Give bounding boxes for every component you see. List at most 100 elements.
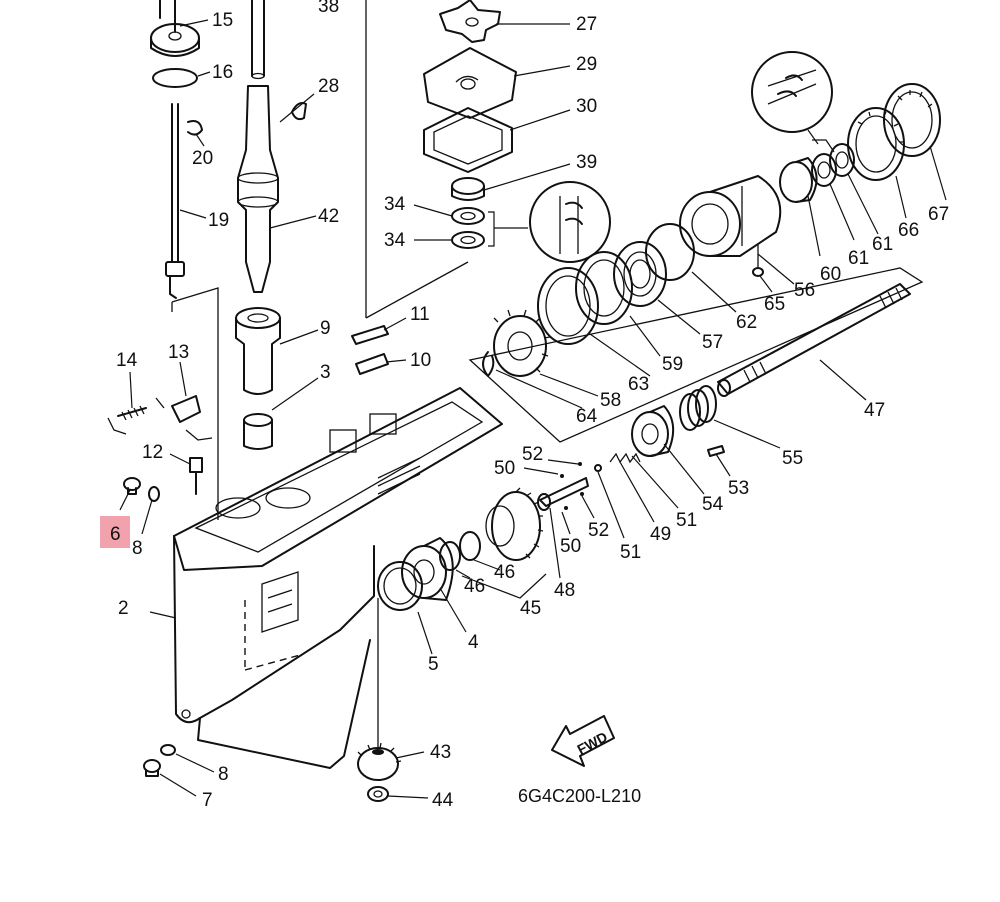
- callout-58: 58: [600, 390, 621, 411]
- part-5-shim: [377, 561, 423, 611]
- callout-43: 43: [430, 742, 451, 763]
- callout-12: 12: [142, 442, 163, 463]
- callout-57: 57: [702, 332, 723, 353]
- callout-59: 59: [662, 354, 683, 375]
- callout-20: 20: [192, 148, 213, 169]
- alignment-lines: [171, 0, 924, 748]
- part-34-oil-seal-lower: [451, 231, 485, 249]
- part-42-drive-shaft: [237, 85, 279, 293]
- callout-16: 16: [212, 62, 233, 83]
- callout-42: 42: [318, 206, 339, 227]
- callout-50-lower: 50: [560, 536, 581, 557]
- callout-29: 29: [576, 54, 597, 75]
- callout-46-left: 46: [464, 576, 485, 597]
- callout-65: 65: [764, 294, 785, 315]
- callout-3: 3: [320, 362, 331, 383]
- callout-10: 10: [410, 350, 431, 371]
- callout-46-right: 46: [494, 562, 515, 583]
- callout-52-lower: 52: [588, 520, 609, 541]
- callout-2: 2: [118, 598, 129, 619]
- part-19-shift-rod: [165, 103, 185, 299]
- part-48-pinion-gear: [485, 487, 544, 561]
- callout-6: 6: [110, 524, 121, 545]
- callout-6-highlight: [100, 516, 130, 548]
- callout-7: 7: [202, 790, 213, 811]
- callout-28: 28: [318, 76, 339, 97]
- callout-5: 5: [428, 654, 439, 675]
- callout-labels: 15 38 27 16 29 28 30 20 39 42 34 34 19 6…: [110, 0, 949, 811]
- callout-63: 63: [628, 374, 649, 395]
- part-11-pin: [351, 325, 389, 345]
- part-13-cable-link: [155, 395, 213, 441]
- part-53-pin: [707, 445, 725, 457]
- callout-4: 4: [468, 632, 479, 653]
- part-65-pin: [752, 244, 764, 277]
- part-39-seal-housing: [451, 177, 485, 201]
- part-61-seal-b: [829, 143, 855, 177]
- seal-orientation-bracket: [488, 211, 528, 247]
- part-8-washer-upper: [148, 486, 160, 502]
- diagram-code: 6G4C200-L210: [518, 786, 641, 806]
- part-30-gasket: [423, 107, 513, 173]
- callout-48: 48: [554, 580, 575, 601]
- part-60-bearing: [779, 157, 818, 203]
- callout-38: 38: [318, 0, 339, 17]
- part-64-circlip: [482, 351, 495, 377]
- part-6-bolt: [123, 477, 141, 495]
- part-10-pin: [355, 353, 389, 375]
- part-2-lower-case: [173, 387, 503, 769]
- callout-14: 14: [116, 350, 138, 371]
- part-9-sleeve: [235, 307, 281, 395]
- part-67-ring: [883, 83, 941, 157]
- part-46-bearing-b: [459, 531, 481, 561]
- callout-49: 49: [650, 524, 671, 545]
- part-44-nut: [367, 786, 389, 802]
- part-16-o-ring: [152, 68, 198, 88]
- seal-orientation-detail-circle: [529, 181, 611, 263]
- callout-8-lower: 8: [218, 764, 229, 785]
- callout-15: 15: [212, 10, 233, 31]
- callout-56: 56: [794, 280, 815, 301]
- part-14-bolt-assembly: [107, 405, 147, 435]
- callout-52-upper: 52: [522, 444, 543, 465]
- part-3-bearing: [243, 413, 273, 450]
- part-38-drive-shaft-upper: [251, 0, 265, 80]
- part-47-propeller-shaft: [717, 283, 911, 397]
- callout-34-lower: 34: [384, 230, 406, 251]
- callout-27: 27: [576, 14, 597, 35]
- part-28-key: [291, 102, 307, 121]
- part-27-impeller: [439, 0, 501, 43]
- part-54-dog-clutch: [631, 405, 675, 457]
- part-56-bearing-housing: [679, 175, 782, 257]
- part-66-ring-nut: [847, 107, 905, 181]
- part-55-spring: [679, 385, 717, 431]
- part-43-gear: [357, 742, 402, 781]
- fwd-direction-arrow: FWD: [551, 715, 615, 767]
- callout-62: 62: [736, 312, 757, 333]
- part-61-seal-a: [811, 153, 837, 187]
- callout-67: 67: [928, 204, 949, 225]
- part-58-gear: [493, 309, 551, 377]
- part-34-oil-seal-upper: [451, 207, 485, 225]
- part-7-bolt: [143, 759, 161, 777]
- part-20-clip: [187, 120, 203, 136]
- callout-11: 11: [410, 304, 430, 325]
- callout-61-a: 61: [848, 248, 869, 269]
- callout-51-left: 51: [620, 542, 641, 563]
- callout-51-right: 51: [676, 510, 697, 531]
- callout-8-upper: 8: [132, 538, 143, 559]
- part-15-bracket: [150, 0, 200, 57]
- callout-54: 54: [702, 494, 724, 515]
- callout-53: 53: [728, 478, 749, 499]
- part-12-bolt: [189, 457, 203, 495]
- callout-66: 66: [898, 220, 919, 241]
- callout-44: 44: [432, 790, 454, 811]
- seal-orientation-detail-circle-rear: [751, 51, 835, 153]
- callout-64: 64: [576, 406, 598, 427]
- callout-39: 39: [576, 152, 597, 173]
- part-shift-plunger: [537, 477, 589, 511]
- callout-45: 45: [520, 598, 541, 619]
- part-49-spring: [609, 452, 641, 464]
- callout-13: 13: [168, 342, 189, 363]
